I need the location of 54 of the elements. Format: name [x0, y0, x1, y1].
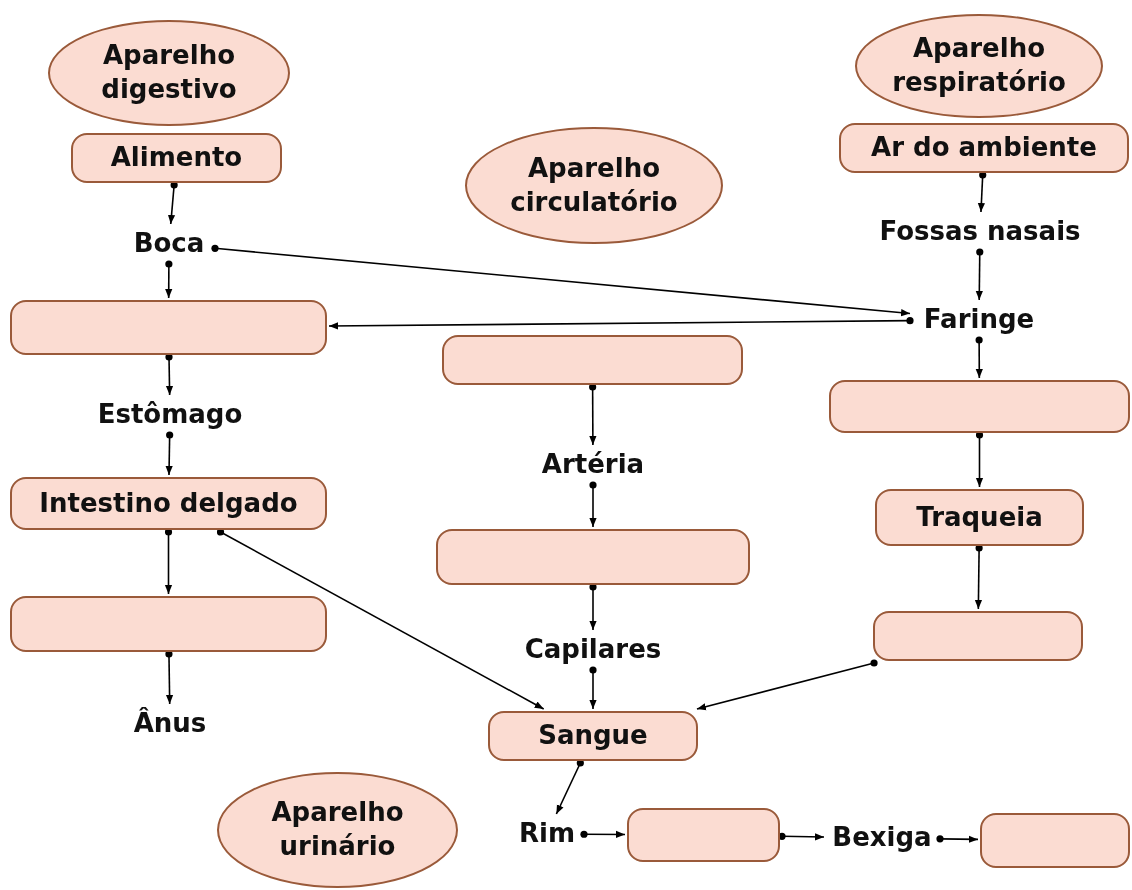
arrow — [328, 317, 914, 330]
blank-answer-box — [980, 813, 1130, 868]
organ-box — [10, 477, 327, 530]
organ-label: Boca — [125, 226, 213, 262]
organ-label: Artéria — [530, 447, 656, 483]
blank-answer-box — [873, 611, 1083, 661]
arrow — [589, 666, 597, 710]
organ-label: Aparelho circulatório — [509, 151, 679, 219]
organ-label: Alimento — [110, 141, 243, 175]
arrow — [580, 830, 626, 839]
arrow — [696, 659, 878, 711]
blank-answer-box — [627, 808, 780, 862]
arrow — [977, 171, 987, 213]
organ-box — [71, 133, 282, 183]
arrow — [975, 336, 983, 379]
blank-answer-box — [10, 300, 327, 355]
arrow — [211, 244, 911, 317]
organ-label: Faringe — [912, 302, 1046, 338]
organ-label: Ânus — [122, 706, 218, 742]
arrow — [778, 832, 825, 841]
arrow — [974, 544, 983, 610]
arrow — [555, 759, 584, 815]
organ-label: Aparelho respiratório — [891, 32, 1067, 99]
arrow — [164, 528, 173, 595]
arrow — [936, 835, 979, 843]
organ-label: Rim — [512, 816, 582, 852]
arrow — [216, 528, 545, 710]
arrow — [165, 260, 173, 299]
blank-answer-box — [829, 380, 1130, 433]
arrow — [589, 583, 597, 631]
blank-answer-box — [436, 529, 750, 585]
blank-answer-box — [442, 335, 743, 385]
organ-label: Ar do ambiente — [871, 131, 1097, 165]
organ-label: Aparelho digestivo — [100, 39, 238, 106]
organ-label: Intestino delgado — [39, 486, 298, 520]
organ-box — [839, 123, 1129, 173]
arrow — [165, 353, 174, 396]
organ-box — [488, 711, 698, 761]
organ-label: Estômago — [82, 397, 258, 433]
arrow — [589, 481, 597, 528]
arrow — [975, 431, 984, 488]
organ-label: Capilares — [510, 632, 676, 668]
arrow — [165, 650, 174, 705]
arrow — [975, 248, 984, 301]
organ-label: Bexiga — [826, 820, 938, 856]
organ-label: Sangue — [538, 719, 648, 753]
blank-answer-box — [10, 596, 327, 652]
organ-box — [875, 489, 1084, 546]
arrow — [589, 383, 597, 446]
organ-label: Fossas nasais — [864, 214, 1096, 250]
arrow — [167, 181, 178, 225]
organ-label: Aparelho urinário — [270, 796, 405, 863]
organ-label: Traqueia — [916, 500, 1043, 534]
arrow — [165, 431, 174, 476]
